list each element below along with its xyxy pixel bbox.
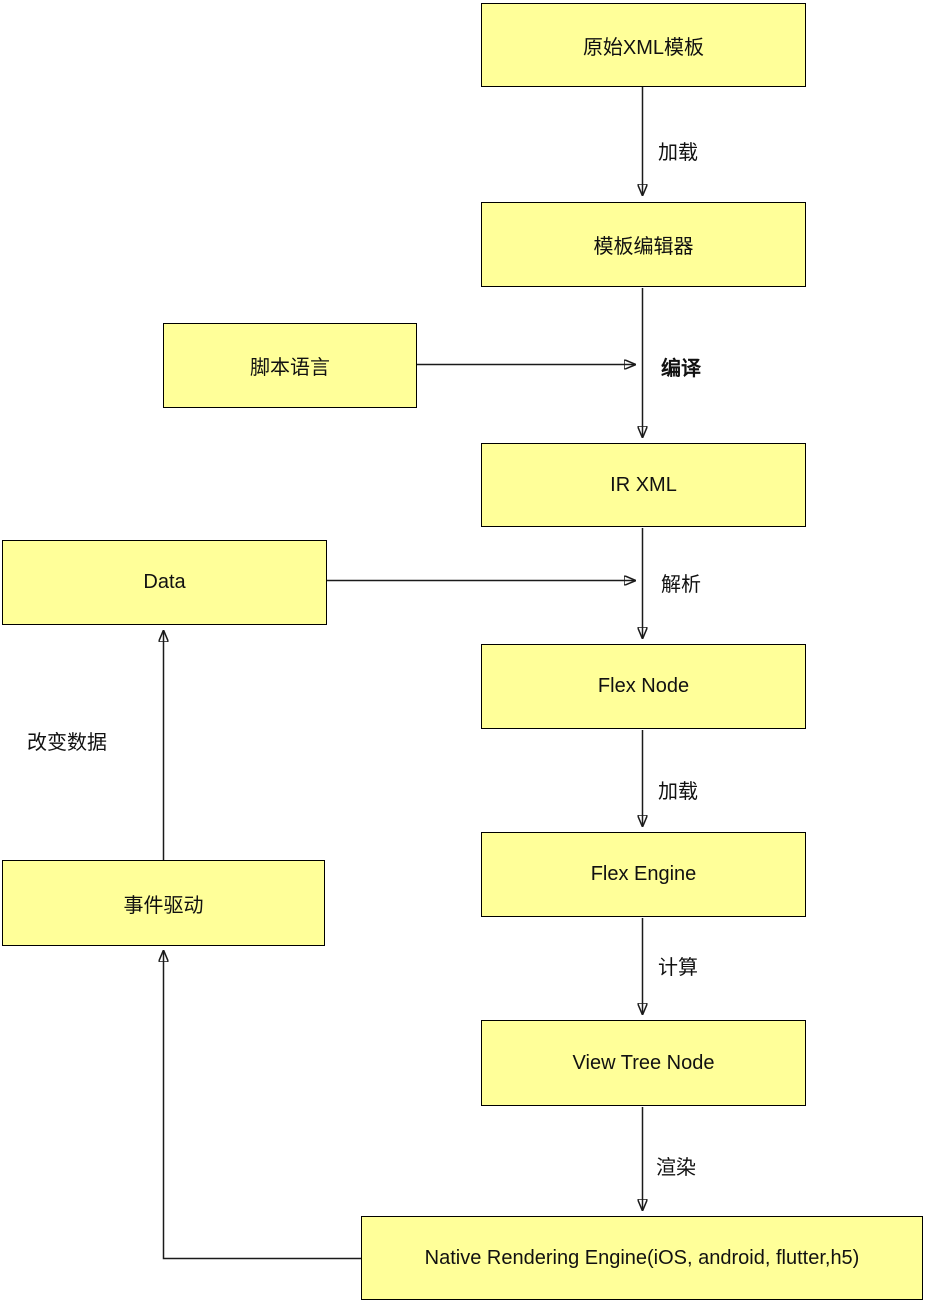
node-original-xml-template: 原始XML模板 (481, 3, 806, 87)
node-label: View Tree Node (572, 1051, 715, 1074)
node-label: 事件驱动 (123, 894, 204, 917)
node-ir-xml: IR XML (481, 443, 806, 527)
node-flex-engine: Flex Engine (481, 832, 806, 917)
edge-label-load-engine: 加载 (658, 781, 698, 803)
node-flex-node: Flex Node (481, 644, 806, 729)
edge-label-calculate: 计算 (658, 957, 698, 979)
node-data: Data (2, 540, 327, 625)
edge-label-render: 渲染 (656, 1157, 696, 1179)
edge-label-load-template: 加载 (658, 142, 698, 164)
node-label: Native Rendering Engine(iOS, android, fl… (424, 1246, 860, 1269)
node-label: Flex Engine (590, 863, 697, 885)
edge-label-parse: 解析 (661, 574, 701, 596)
node-label: 模板编辑器 (593, 236, 694, 258)
edge-label-change-data: 改变数据 (27, 732, 107, 754)
edge-label-compile: 编译 (661, 358, 701, 380)
node-view-tree-node: View Tree Node (481, 1020, 806, 1106)
node-label: Flex Node (597, 675, 690, 697)
node-event-driven: 事件驱动 (2, 860, 325, 946)
node-label: 脚本语言 (250, 357, 330, 379)
node-script-language: 脚本语言 (163, 323, 417, 408)
node-native-rendering-engine: Native Rendering Engine(iOS, android, fl… (361, 1216, 923, 1300)
node-label: IR XML (610, 473, 677, 496)
node-label: 原始XML模板 (582, 36, 705, 59)
node-template-editor: 模板编辑器 (481, 202, 806, 287)
node-label: Data (143, 571, 186, 593)
edge-event-loop (164, 952, 361, 1260)
